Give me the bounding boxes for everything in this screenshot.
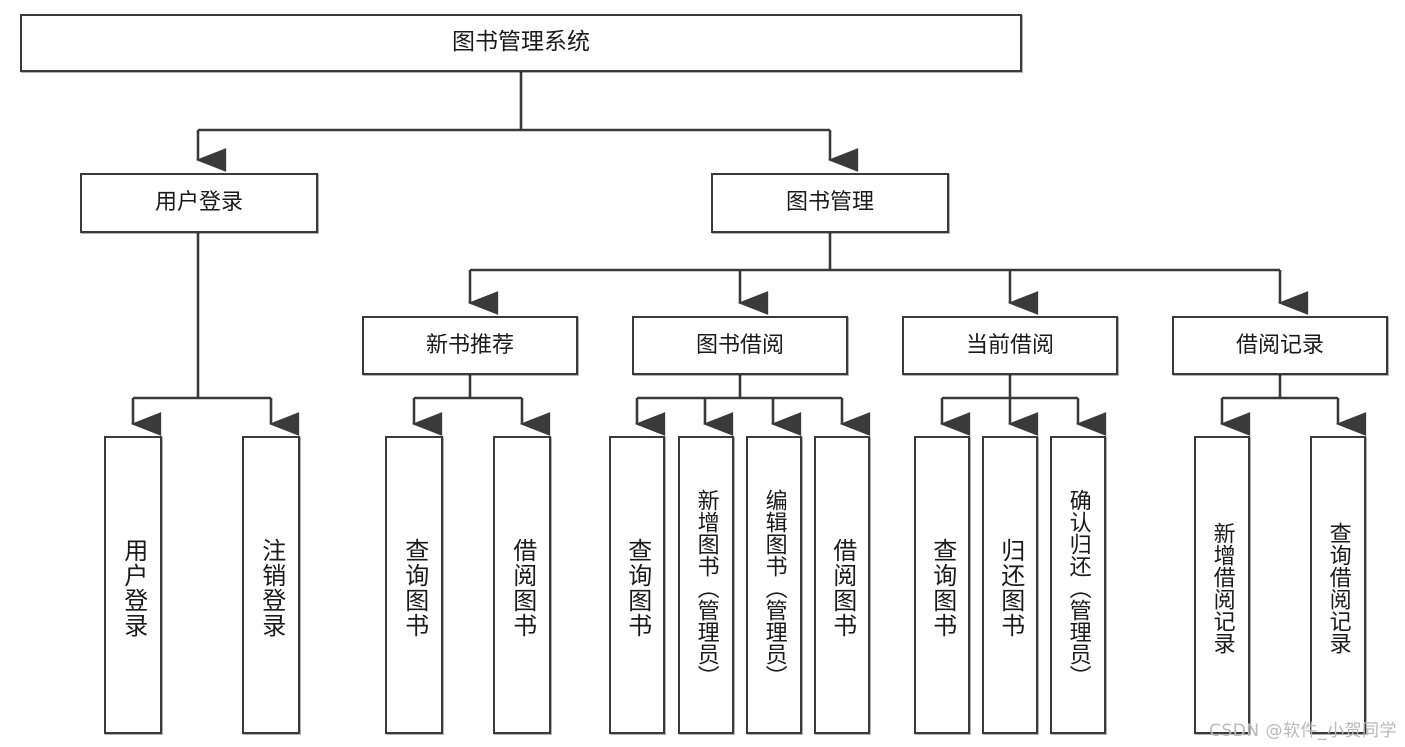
leaf-edit-book-admin[interactable]: 编辑图书（管理员） <box>746 436 802 734</box>
leaf-borrow-book[interactable]: 借阅图书 <box>814 436 870 734</box>
node-label: 归还图书 <box>996 538 1025 638</box>
node-label: 用户登录 <box>154 190 243 216</box>
node-root-system[interactable]: 图书管理系统 <box>20 14 1022 72</box>
leaf-query-borrow-record[interactable]: 查询借阅记录 <box>1310 436 1366 734</box>
node-borrow-record[interactable]: 借阅记录 <box>1172 316 1388 375</box>
node-label: 注销登录 <box>257 538 286 638</box>
csdn-watermark: CSDN @软件_小贺同学 <box>1209 721 1397 741</box>
node-label: 新增借阅记录 <box>1209 522 1235 654</box>
leaf-return-book[interactable]: 归还图书 <box>982 436 1038 734</box>
node-label: 编辑图书（管理员） <box>761 489 787 687</box>
node-label: 借阅图书 <box>508 538 537 638</box>
leaf-user-login[interactable]: 用户登录 <box>104 436 162 734</box>
node-current-borrow[interactable]: 当前借阅 <box>902 316 1118 375</box>
leaf-logout[interactable]: 注销登录 <box>242 436 300 734</box>
node-label: 借阅图书 <box>828 538 857 638</box>
node-label: 查询图书 <box>400 538 429 638</box>
node-label: 新书推荐 <box>425 332 514 358</box>
node-label: 借阅记录 <box>1235 332 1324 358</box>
leaf-borrow-book-recommend[interactable]: 借阅图书 <box>493 436 551 734</box>
node-label: 图书管理系统 <box>452 29 590 56</box>
leaf-query-book-recommend[interactable]: 查询图书 <box>385 436 443 734</box>
node-book-borrow[interactable]: 图书借阅 <box>632 316 848 375</box>
node-book-management[interactable]: 图书管理 <box>711 173 949 233</box>
leaf-add-book-admin[interactable]: 新增图书（管理员） <box>678 436 734 734</box>
node-label: 当前借阅 <box>965 332 1054 358</box>
node-label: 图书借阅 <box>695 332 784 358</box>
leaf-add-borrow-record[interactable]: 新增借阅记录 <box>1194 436 1250 734</box>
node-label: 查询图书 <box>623 538 652 638</box>
node-label: 确认归还（管理员） <box>1065 489 1091 687</box>
node-label: 查询借阅记录 <box>1325 522 1351 654</box>
node-label: 用户登录 <box>119 538 148 638</box>
leaf-confirm-return-admin[interactable]: 确认归还（管理员） <box>1050 436 1106 734</box>
node-label: 图书管理 <box>785 190 874 216</box>
leaf-query-book-borrow[interactable]: 查询图书 <box>609 436 665 734</box>
node-label: 查询图书 <box>928 538 957 638</box>
leaf-query-book-current[interactable]: 查询图书 <box>914 436 970 734</box>
node-label: 新增图书（管理员） <box>693 489 719 687</box>
node-new-book-recommend[interactable]: 新书推荐 <box>362 316 578 375</box>
node-user-login[interactable]: 用户登录 <box>80 173 318 233</box>
